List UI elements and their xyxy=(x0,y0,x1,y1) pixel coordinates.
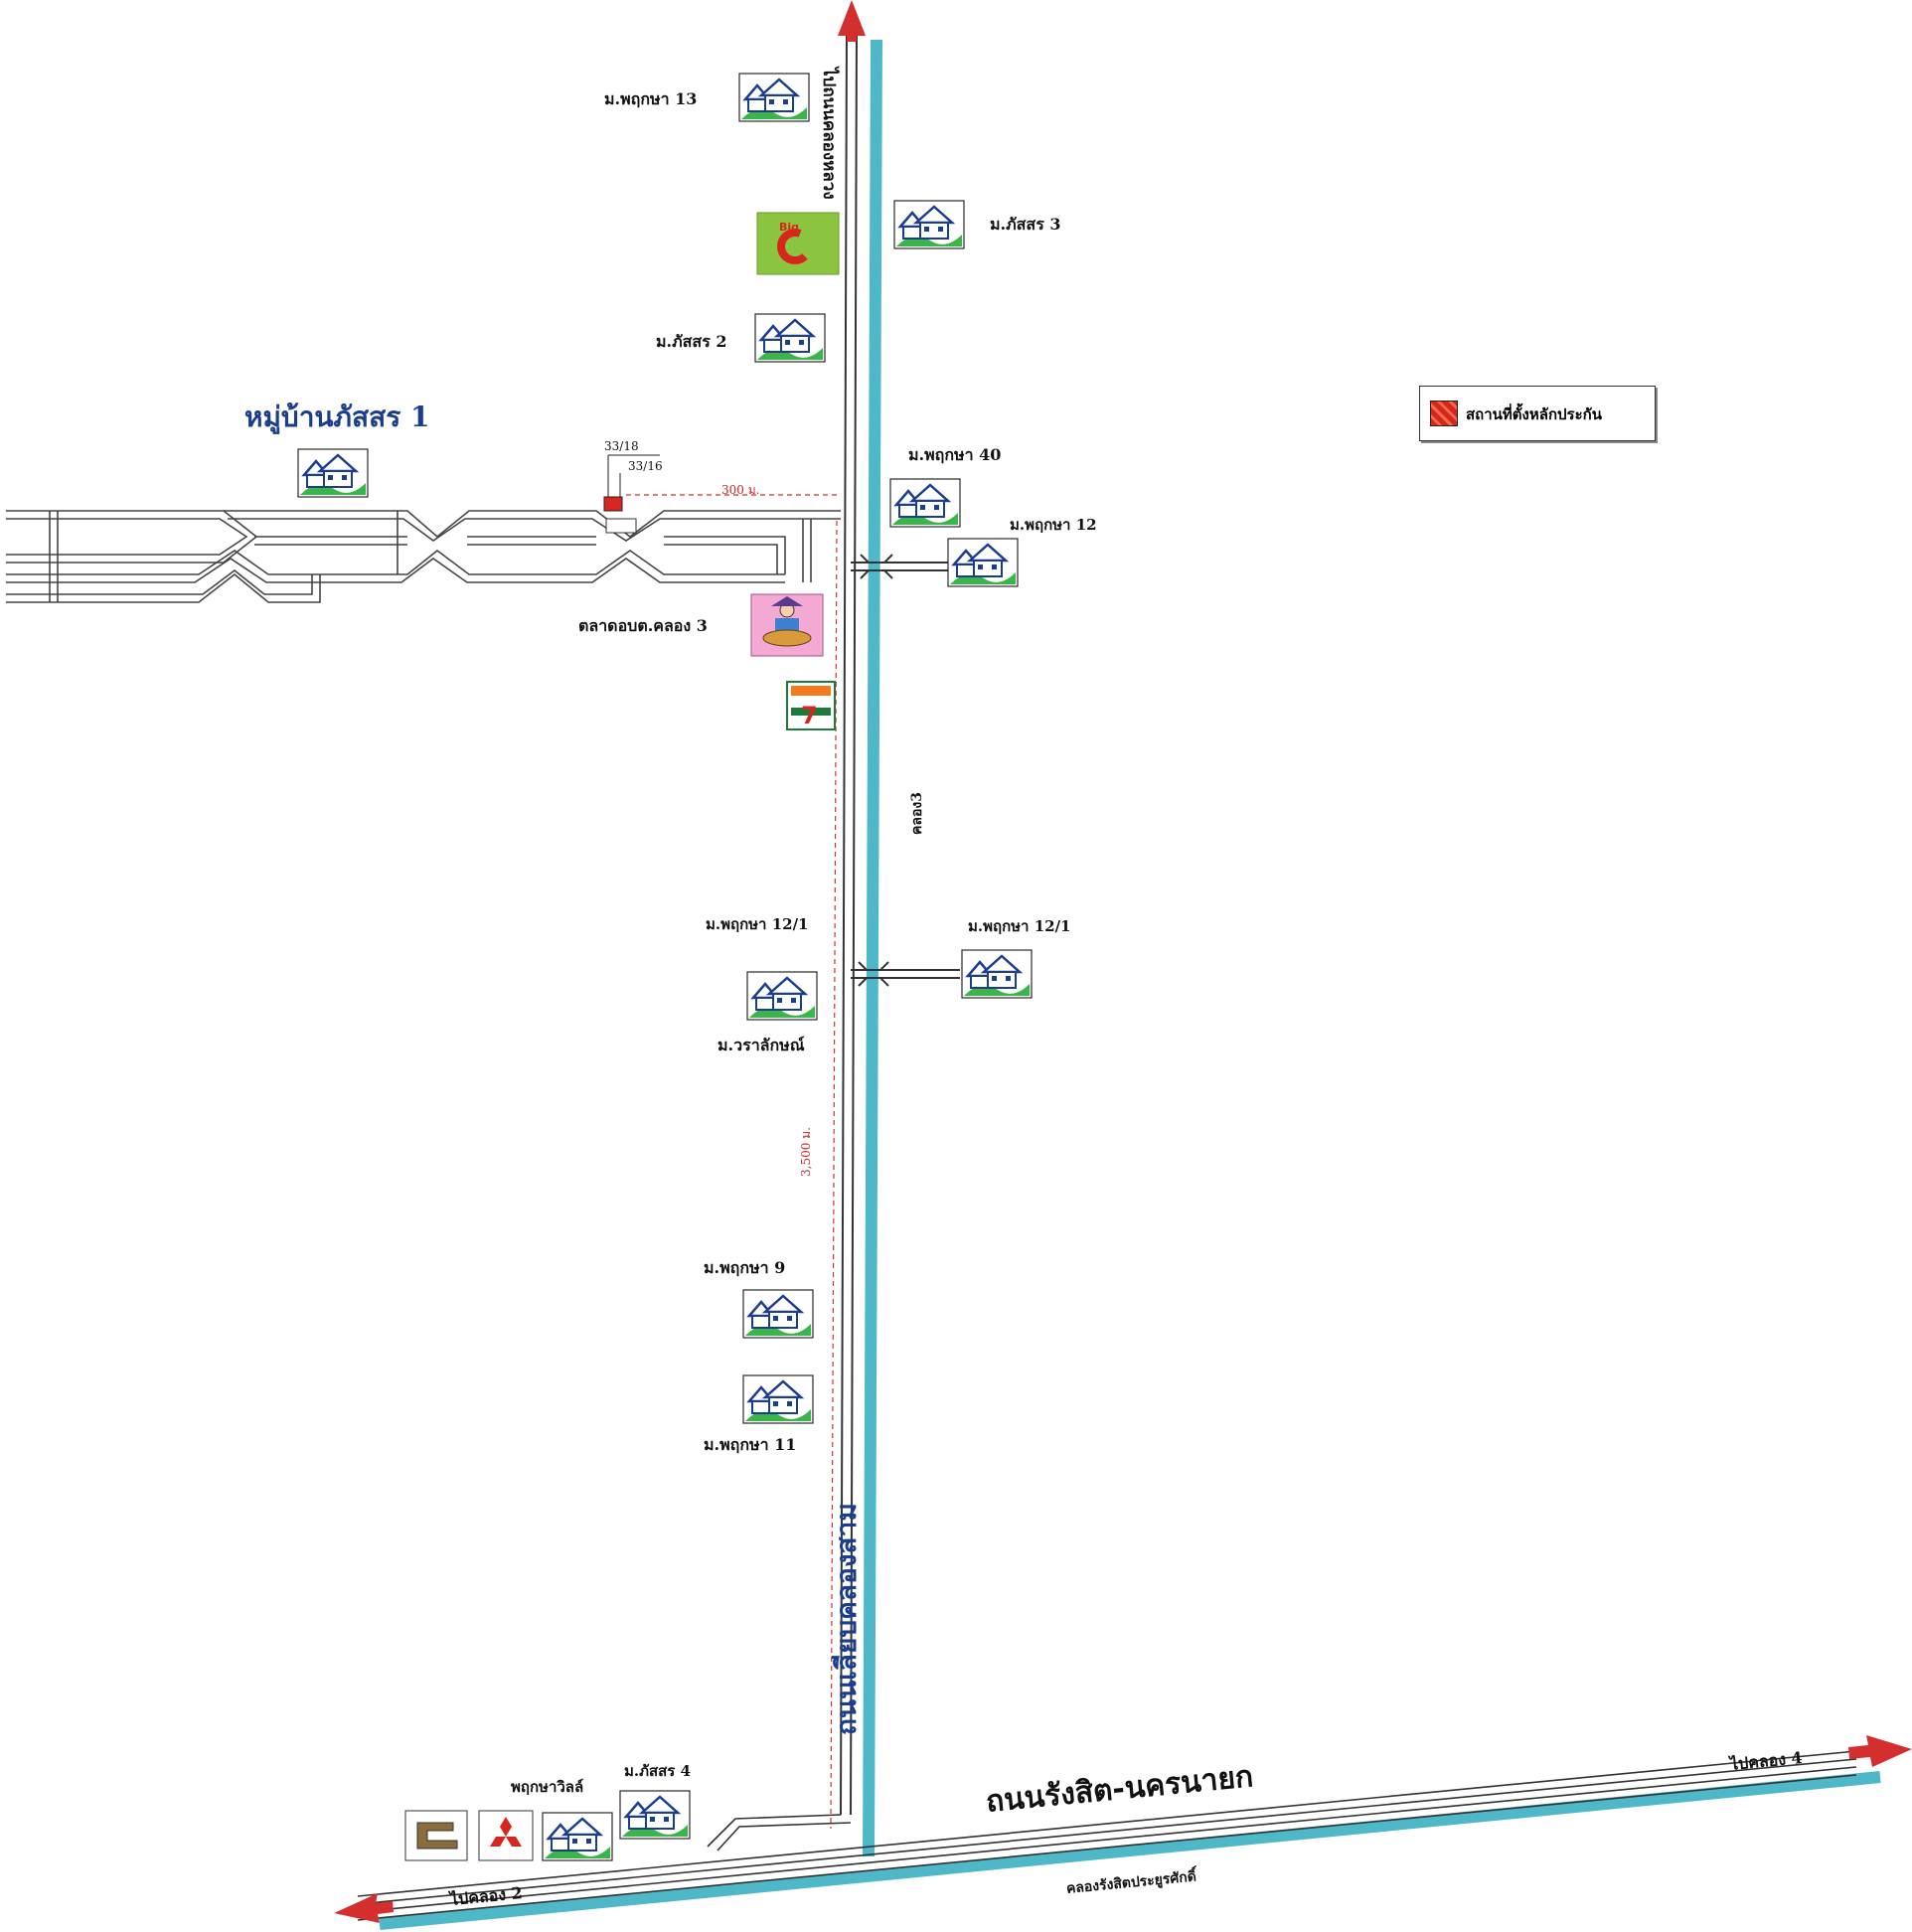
label-market: ตลาดอบต.คลอง 3 xyxy=(578,616,708,635)
label-road-liap-khlong-sam: ถนนเลียบคลองสาม xyxy=(830,1503,863,1735)
legend-label: สถานที่ตั้งหลักประกัน xyxy=(1466,405,1602,423)
label-plot-33-18: 33/18 xyxy=(604,439,639,453)
village-icon xyxy=(946,537,1020,588)
seven-eleven-logo: 7 xyxy=(786,681,836,730)
mitsubishi-logo xyxy=(478,1810,534,1861)
bridge-icon xyxy=(851,554,948,579)
road-connector-south xyxy=(707,1814,852,1852)
label-waralak: ม.วราลักษณ์ xyxy=(717,1036,805,1054)
label-pruksa-13: ม.พฤกษา 13 xyxy=(604,89,698,108)
label-to-north: ไปถนนคลองหลวง xyxy=(819,68,839,200)
village-road-network xyxy=(6,510,841,603)
label-pruksa-12-1-west: ม.พฤกษา 12/1 xyxy=(706,915,809,933)
village-icon xyxy=(888,477,962,529)
arrow-west xyxy=(334,1893,394,1923)
village-icon xyxy=(741,1373,815,1425)
svg-text:7: 7 xyxy=(801,702,818,729)
big-c-logo: Big xyxy=(756,212,840,275)
market-icon xyxy=(750,593,824,657)
label-pruksa-11: ม.พฤกษา 11 xyxy=(704,1435,797,1454)
label-passorn-4: ม.ภัสสร 4 xyxy=(624,1762,692,1780)
village-icon xyxy=(892,199,966,250)
village-icon xyxy=(618,1789,692,1841)
map-title: หมู่บ้านภัสสร 1 xyxy=(244,401,430,433)
canal-rangsit xyxy=(379,1771,1881,1930)
road-rangsit-nakhon-nayok xyxy=(357,1750,1857,1921)
village-icon xyxy=(741,1288,815,1340)
road-liap-khlong-sam xyxy=(840,29,858,1816)
legend-swatch xyxy=(1430,401,1458,426)
label-pruksa-12: ม.พฤกษา 12 xyxy=(1010,516,1097,534)
village-icon xyxy=(541,1811,614,1862)
arrow-north xyxy=(838,0,866,42)
village-icon xyxy=(960,948,1034,1000)
village-icon xyxy=(753,312,827,364)
arrow-east xyxy=(1848,1735,1912,1767)
collateral-marker xyxy=(603,454,660,534)
village-icon xyxy=(296,447,370,499)
label-passorn-2: ม.ภัสสร 2 xyxy=(656,332,727,351)
village-icon xyxy=(745,970,819,1022)
label-pruksa-9: ม.พฤกษา 9 xyxy=(704,1258,786,1277)
label-passorn-3: ม.ภัสสร 3 xyxy=(990,215,1061,234)
label-canal-khlong-3: คลอง3 xyxy=(909,792,925,835)
legend: สถานที่ตั้งหลักประกัน xyxy=(1419,386,1656,441)
office-icon xyxy=(404,1810,468,1861)
label-pruksa-12-1-east: ม.พฤกษา 12/1 xyxy=(968,917,1071,935)
village-icon xyxy=(737,72,811,123)
bridge-icon xyxy=(851,961,960,987)
canal-khlong-3 xyxy=(863,39,882,1857)
label-plot-33-16: 33/16 xyxy=(628,459,663,473)
label-distance-300: 300 ม. xyxy=(721,483,760,497)
distance-3500 xyxy=(830,520,838,1830)
label-pruksa-40: ม.พฤกษา 40 xyxy=(908,445,1002,464)
label-pruksaville: พฤกษาวิลล์ xyxy=(511,1778,584,1796)
label-distance-3500: 3,500 ม. xyxy=(799,1127,813,1177)
